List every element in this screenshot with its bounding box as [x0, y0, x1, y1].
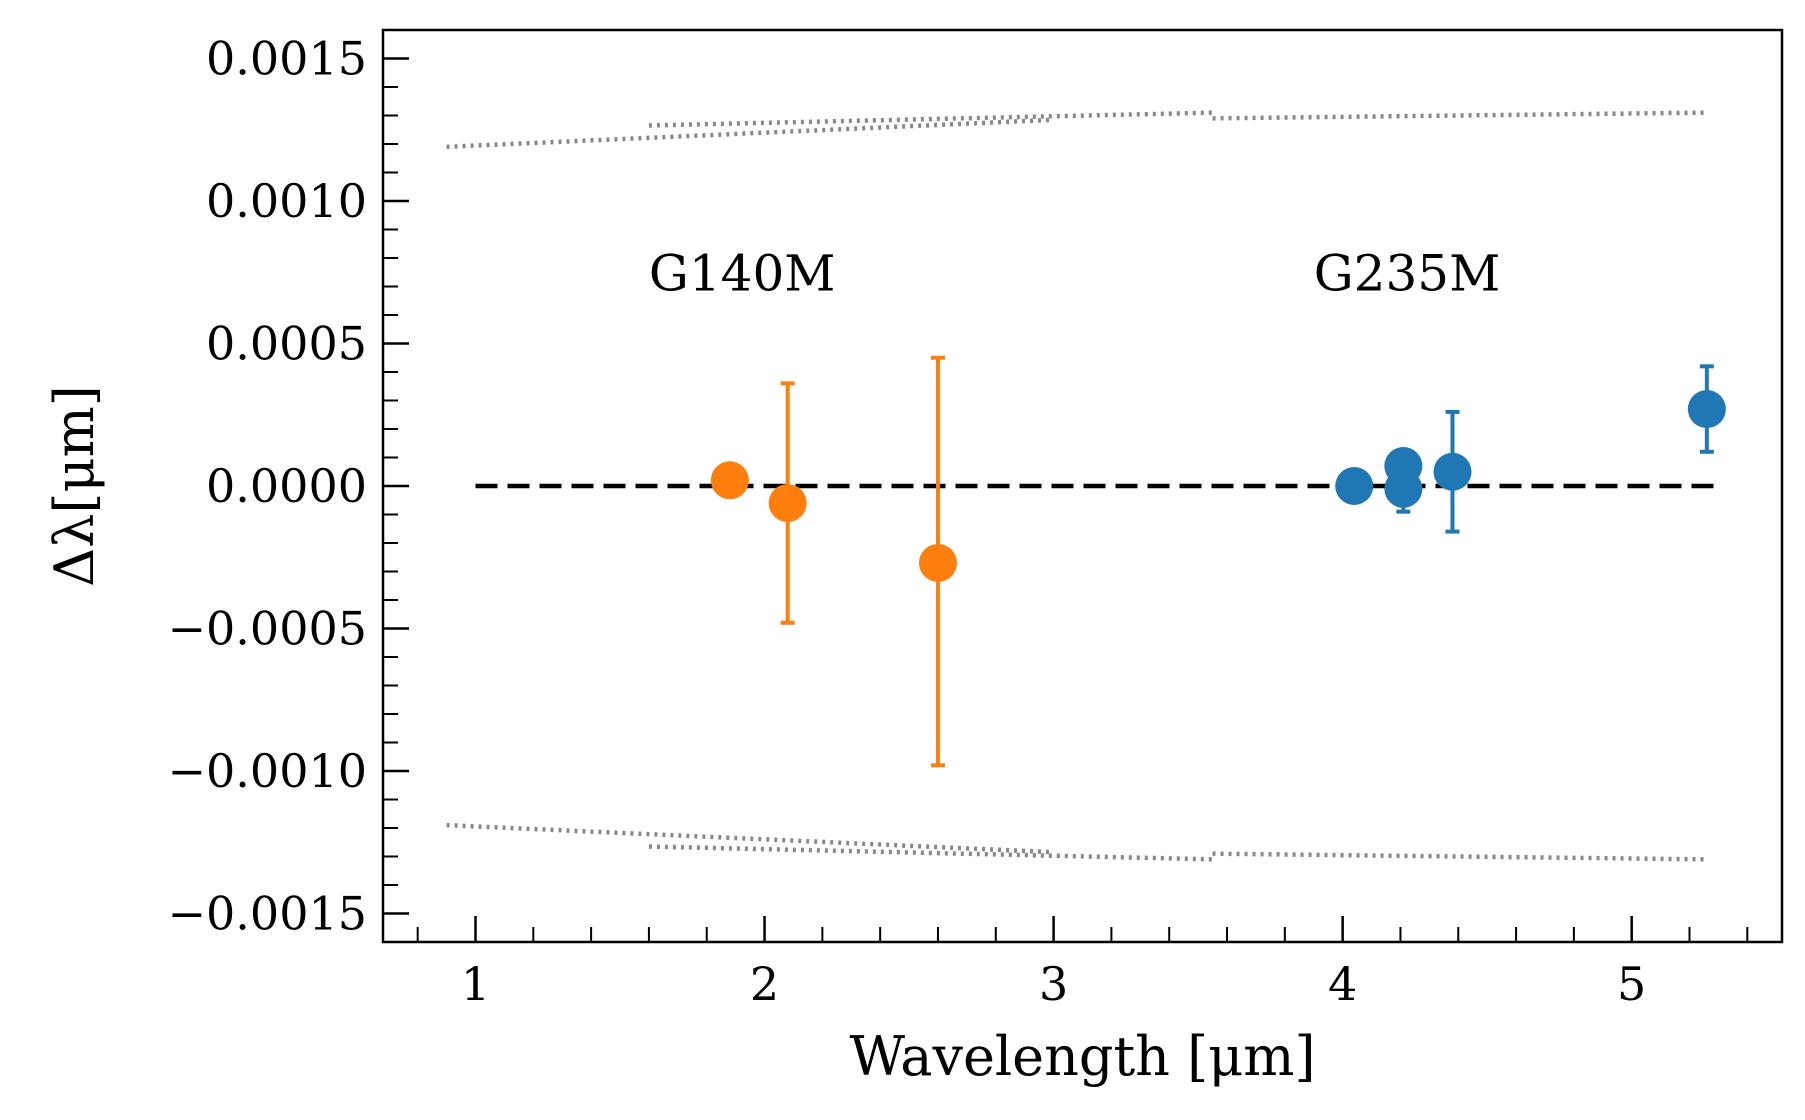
data-point-0-0: [710, 461, 749, 500]
data-point-1-3: [1433, 452, 1472, 491]
data-point-0-2: [918, 543, 957, 582]
x-tick-label-1: 2: [750, 957, 779, 1011]
bound-line-3: [446, 822, 1054, 855]
x-tick-label-2: 3: [1039, 957, 1068, 1011]
x-tick-label-4: 5: [1617, 957, 1646, 1011]
y-tick-label-2: −0.0005: [168, 602, 368, 656]
bound-line-5: [1212, 851, 1704, 862]
y-tick-label-3: 0.0000: [206, 459, 367, 513]
data-point-1-0: [1335, 467, 1374, 505]
axis-ticks: [383, 57, 1749, 942]
y-tick-label-5: 0.0010: [206, 174, 367, 228]
bound-line-2: [1212, 110, 1704, 121]
bound-line-0: [446, 117, 1054, 150]
plot-frame: [381, 28, 1784, 944]
y-axis-label: Δλ[μm]: [43, 385, 106, 587]
bound-lines: [446, 110, 1704, 862]
data-point-1-4: [1687, 390, 1726, 429]
annotation-1: G235M: [1314, 244, 1501, 302]
data-point-1-2: [1384, 469, 1423, 508]
y-tick-label-4: 0.0005: [206, 317, 367, 371]
bound-line-4: [648, 844, 1213, 862]
data-points: [710, 390, 1726, 582]
data-point-0-1: [768, 484, 807, 523]
tick-labels: 1 2 3 4 5 −0.0015 −0.0010 −0.0005 0.0000 0.0005 0.…: [168, 32, 1647, 1012]
bound-line-1: [648, 110, 1213, 128]
y-tick-label-0: −0.0015: [168, 887, 368, 941]
annotations: G140M G235M: [649, 244, 1500, 302]
x-tick-label-0: 1: [461, 957, 490, 1011]
y-tick-label-6: 0.0015: [206, 32, 367, 86]
y-tick-label-1: −0.0010: [168, 744, 368, 798]
x-tick-label-3: 4: [1328, 957, 1357, 1011]
x-axis-label: Wavelength [μm]: [849, 1025, 1315, 1088]
annotation-0: G140M: [649, 244, 836, 302]
